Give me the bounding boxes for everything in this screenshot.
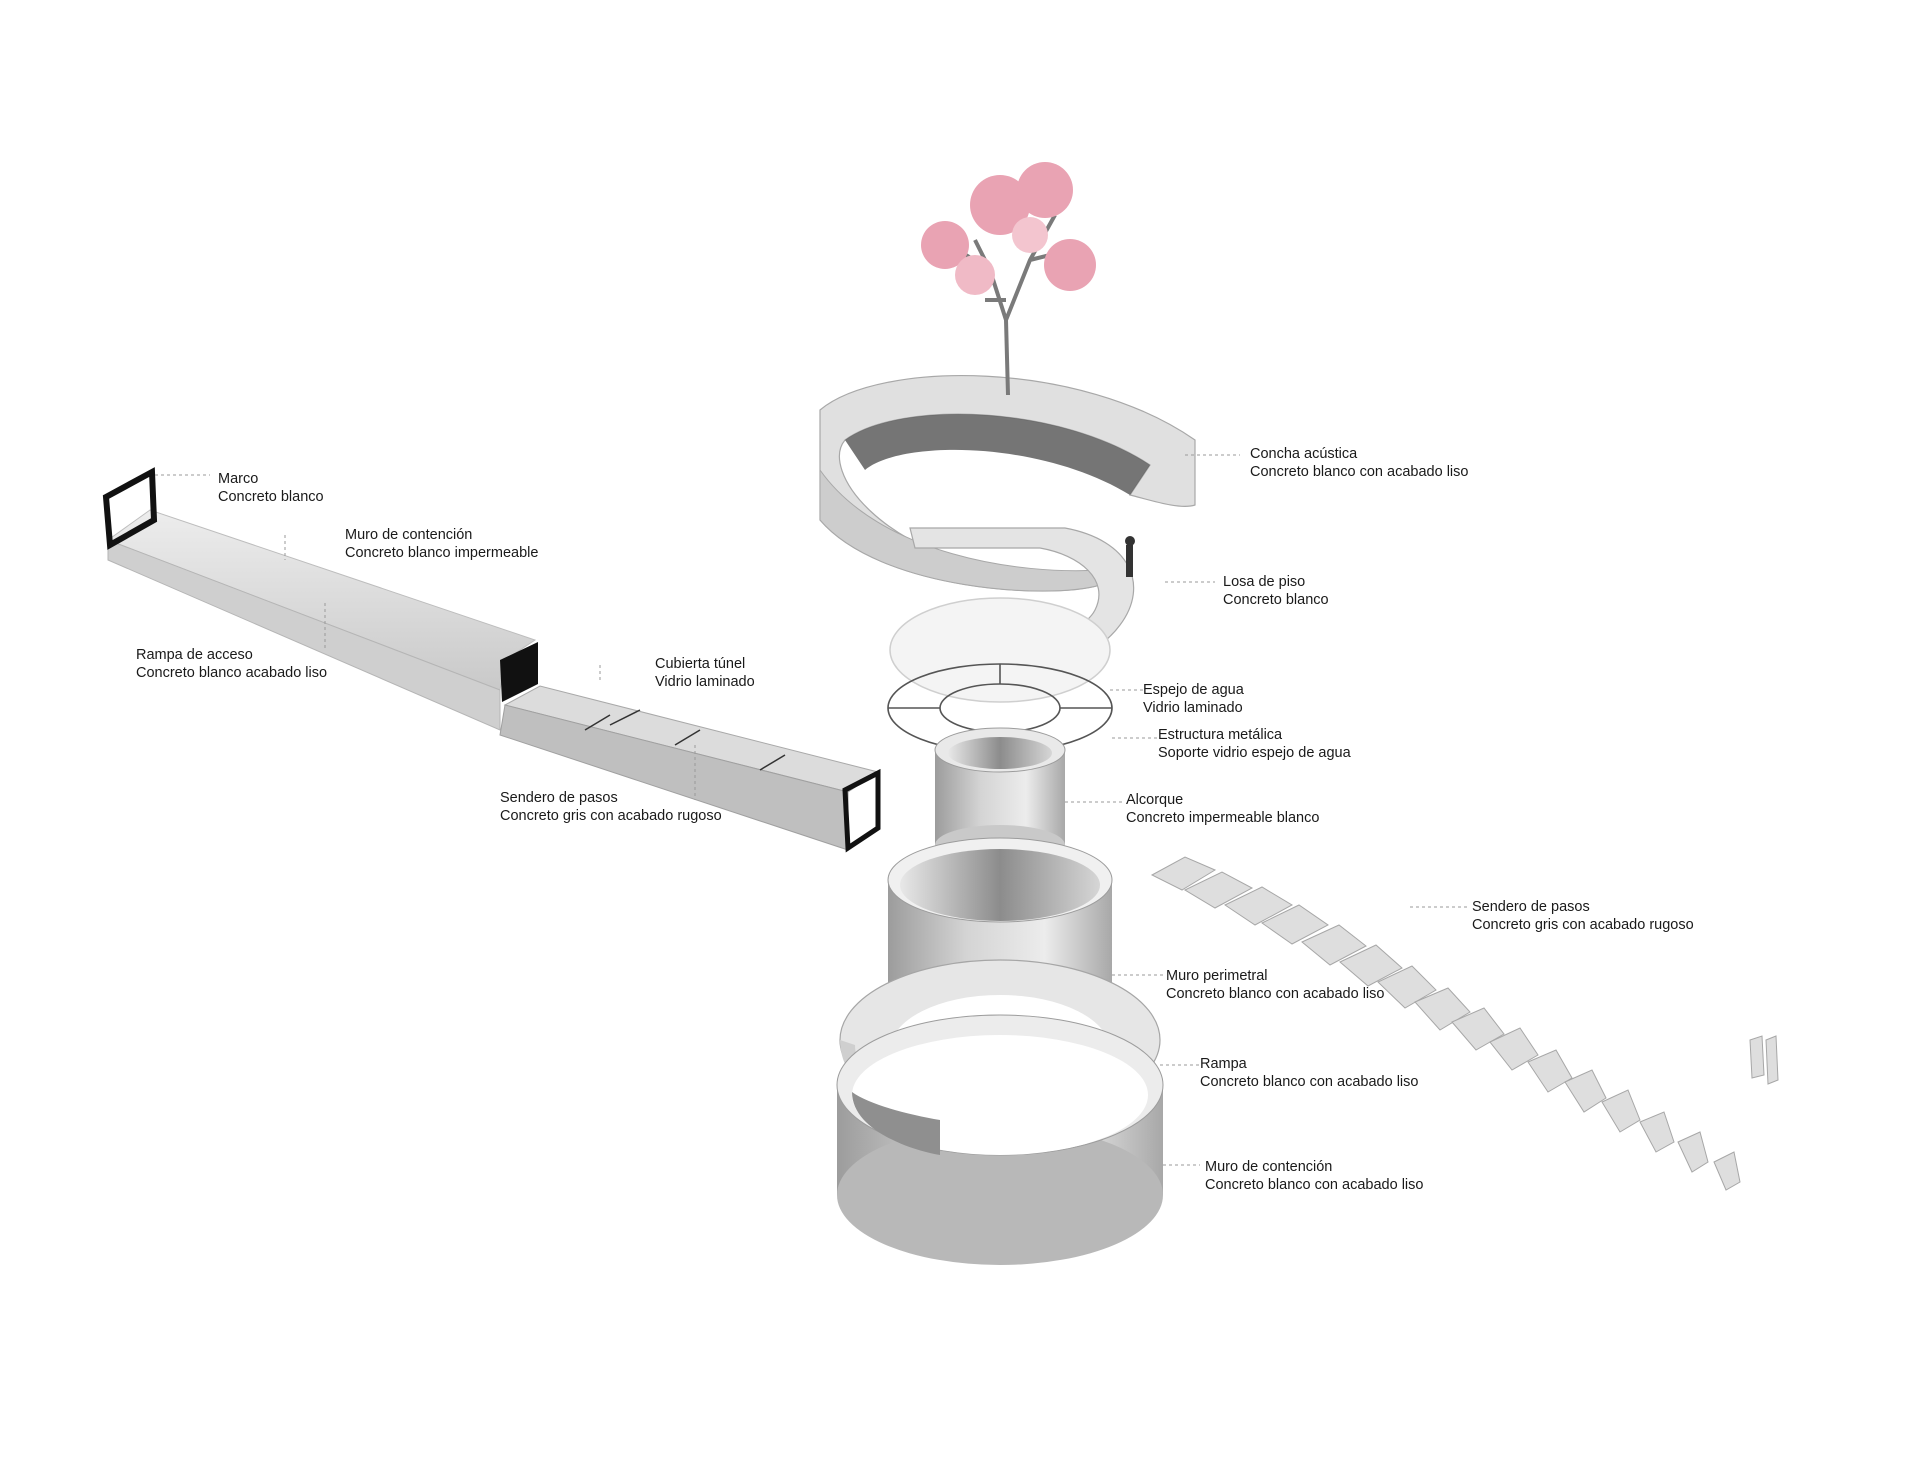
label-sendero-right-title: Sendero de pasos [1472,899,1590,915]
label-muro-contencion-bottom-title: Muro de contención [1205,1159,1333,1175]
tunnel-exit-frame [842,768,881,853]
label-muro-perimetral: Muro perimetral Concreto blanco con acab… [1166,967,1384,1003]
person-figure [1126,545,1133,577]
label-estructura-title: Estructura metálica [1158,727,1283,743]
tunnel-assembly [102,467,881,853]
label-rampa-acceso-material: Concreto blanco acabado liso [136,665,328,681]
label-sendero-right: Sendero de pasos Concreto gris con acaba… [1472,898,1694,934]
label-sendero-left-material: Concreto gris con acabado rugoso [500,808,722,824]
label-sendero-left: Sendero de pasos Concreto gris con acaba… [500,789,722,825]
label-sendero-left-title: Sendero de pasos [500,790,618,806]
central-stack [819,162,1196,1265]
espejo-de-agua [889,597,1111,703]
label-alcorque-title: Alcorque [1126,792,1184,808]
label-espejo: Espejo de agua Vidrio laminado [1143,681,1244,717]
label-losa: Losa de piso Concreto blanco [1223,573,1329,609]
label-cubierta-tunel: Cubierta túnel Vidrio laminado [655,655,755,691]
label-muro-perimetral-material: Concreto blanco con acabado liso [1166,986,1385,1002]
label-espejo-material: Vidrio laminado [1143,700,1243,716]
label-losa-title: Losa de piso [1223,574,1306,590]
label-marco-title: Marco [218,471,259,487]
label-losa-material: Concreto blanco [1223,592,1329,608]
label-muro-contencion-top-material: Concreto blanco impermeable [345,545,539,561]
label-sendero-right-material: Concreto gris con acabado rugoso [1472,917,1694,933]
label-muro-contencion-top: Muro de contención Concreto blanco imper… [345,526,538,562]
label-muro-perimetral-title: Muro perimetral [1166,968,1268,984]
tunnel-entrance [500,642,538,702]
label-rampa: Rampa Concreto blanco con acabado liso [1200,1055,1418,1091]
label-muro-contencion-bottom-material: Concreto blanco con acabado liso [1205,1177,1424,1193]
label-estructura: Estructura metálica Soporte vidrio espej… [1158,726,1351,762]
label-cubierta-tunel-material: Vidrio laminado [655,674,755,690]
label-concha-material: Concreto blanco con acabado liso [1250,464,1469,480]
label-rampa-title: Rampa [1200,1056,1247,1072]
leader-lines [155,454,1470,1166]
tree [921,162,1096,396]
label-rampa-material: Concreto blanco con acabado liso [1200,1074,1419,1090]
marco-frame [102,467,158,550]
label-rampa-acceso: Rampa de acceso Concreto blanco acabado … [136,646,327,682]
label-alcorque: Alcorque Concreto impermeable blanco [1126,791,1319,827]
label-alcorque-material: Concreto impermeable blanco [1126,810,1320,826]
label-rampa-acceso-title: Rampa de acceso [136,647,253,663]
label-concha: Concha acústica Concreto blanco con acab… [1250,445,1468,481]
label-estructura-material: Soporte vidrio espejo de agua [1158,745,1351,761]
label-espejo-title: Espejo de agua [1143,682,1244,698]
label-muro-contencion-top-title: Muro de contención [345,527,473,543]
muro-contencion-side [107,539,501,731]
concha-inner-shadow [845,414,1150,495]
label-marco-material: Concreto blanco [218,489,324,505]
muro-contencion-base [836,1014,1164,1265]
label-muro-contencion-bottom: Muro de contención Concreto blanco con a… [1205,1158,1423,1194]
label-cubierta-tunel-title: Cubierta túnel [655,656,746,672]
label-concha-title: Concha acústica [1250,446,1358,462]
label-marco: Marco Concreto blanco [218,470,324,506]
sendero-pasos-right [1150,856,1779,1191]
